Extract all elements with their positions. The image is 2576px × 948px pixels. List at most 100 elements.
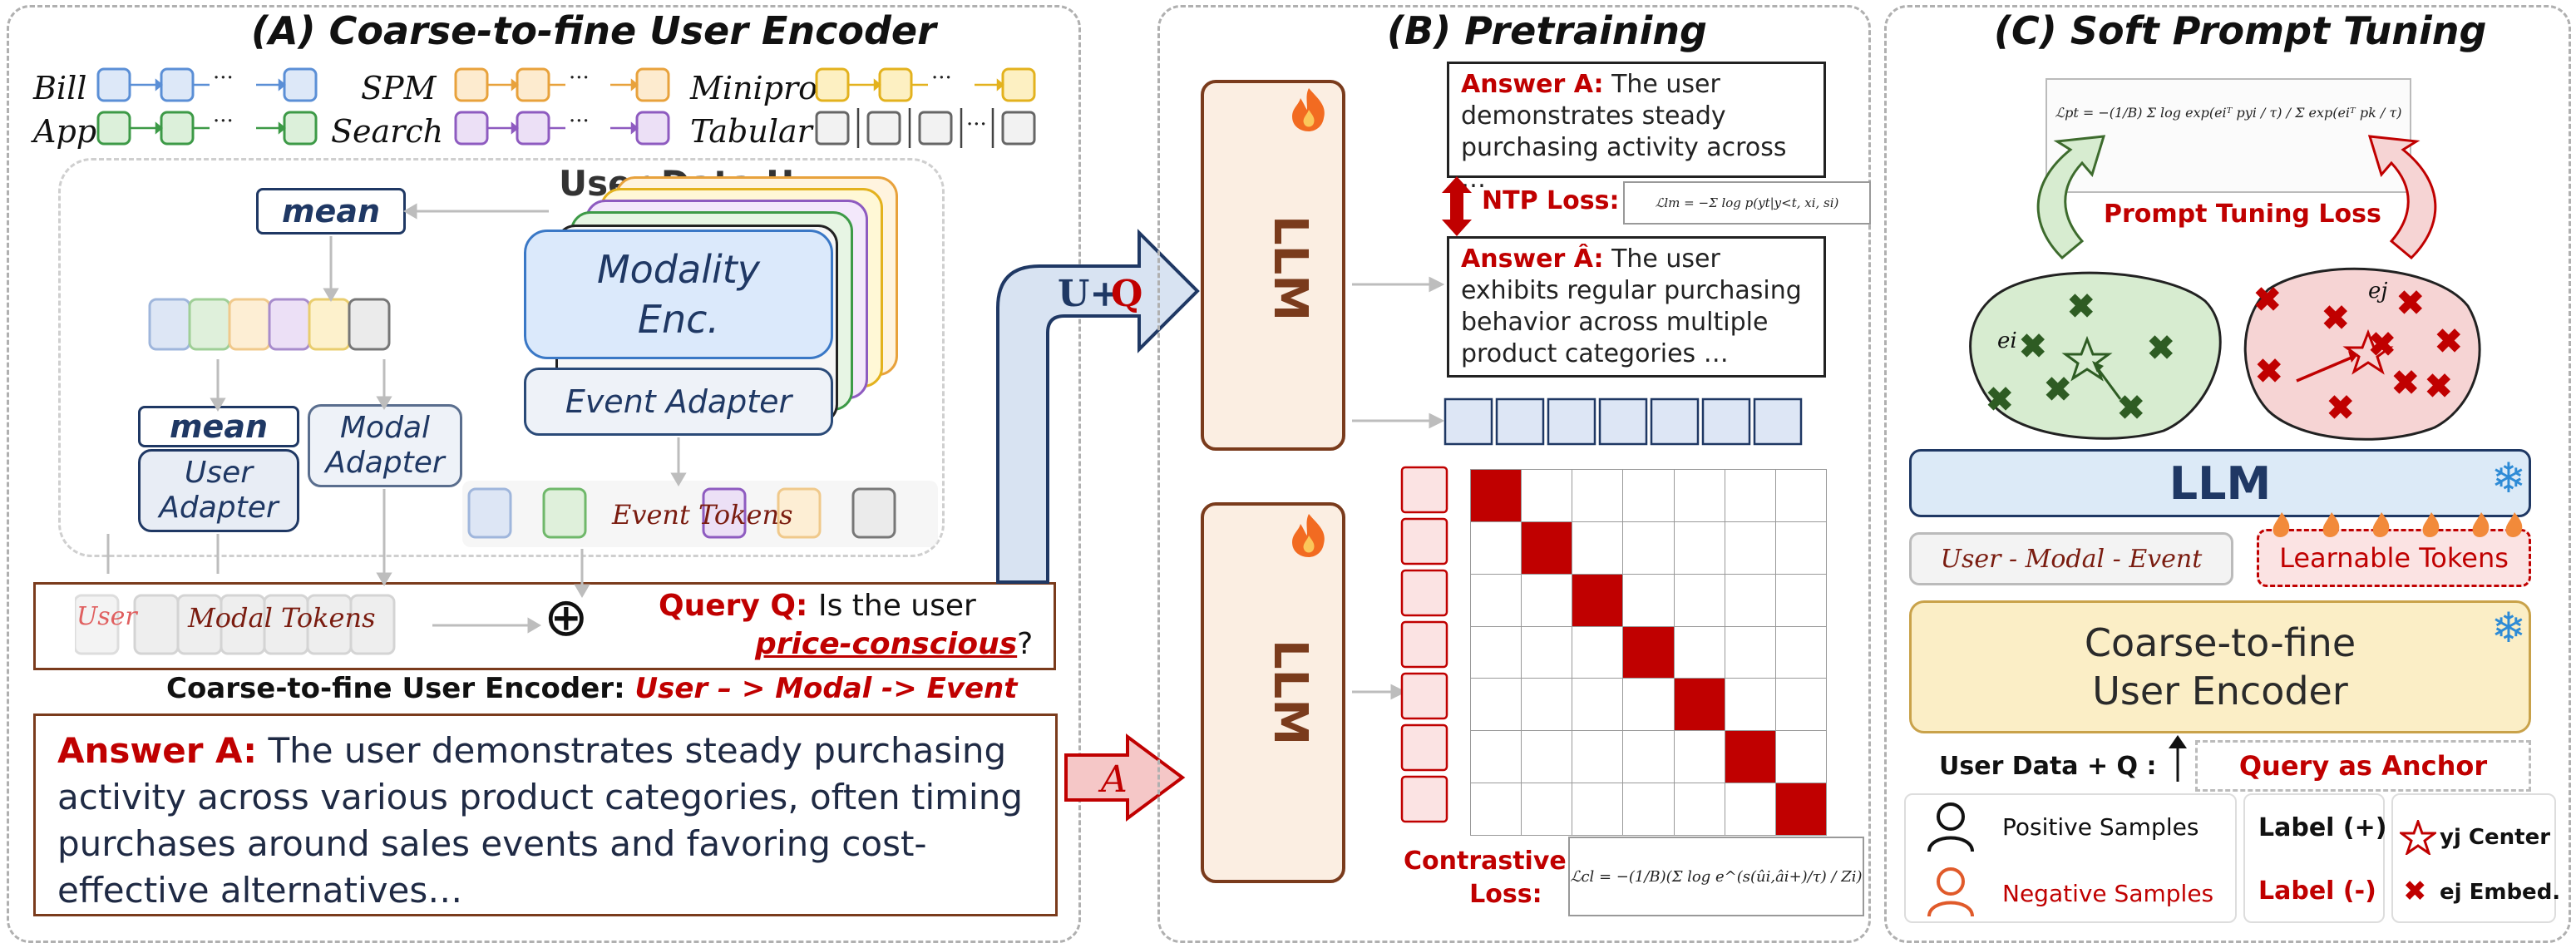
- matrix-cell: [1572, 625, 1624, 679]
- person-icon: [1927, 867, 1974, 917]
- label-positive: Label (+): [2258, 813, 2387, 842]
- ej-label: ej: [2368, 279, 2387, 304]
- matrix-cell: [1470, 678, 1522, 732]
- matrix-cell: [1572, 469, 1624, 522]
- uq-arrow-q: Q: [1111, 273, 1142, 315]
- uq-arrow-u: U+: [1058, 273, 1120, 315]
- matrix-cell: [1673, 783, 1725, 836]
- panel-c-title: (C) Soft Prompt Tuning: [1994, 8, 2487, 53]
- matrix-cell: [1622, 573, 1675, 627]
- matrix-diagonal-cell: [1724, 730, 1776, 784]
- event-adapter-box: Event Adapter: [524, 368, 833, 436]
- matrix-cell: [1470, 783, 1522, 836]
- panel-a: [7, 5, 1081, 943]
- panel-b: [1157, 5, 1871, 943]
- modal-token-row: [148, 298, 391, 351]
- svg-text:✖: ✖: [2067, 287, 2095, 326]
- seq-label-bill: Bill: [33, 70, 87, 106]
- ei-label: ei: [1997, 328, 2017, 353]
- llm-frozen-bar: LLM: [1909, 449, 2531, 517]
- mean-mid-box: mean: [138, 406, 299, 447]
- mean-top-box: mean: [256, 188, 406, 235]
- matrix-cell: [1622, 469, 1675, 522]
- llm-top-label: LLM: [1263, 215, 1318, 322]
- svg-text:···: ···: [569, 109, 590, 134]
- matrix-cell: [1774, 678, 1827, 732]
- answer-a-box-b: Answer A: The user demonstrates steady p…: [1447, 62, 1826, 194]
- tabular-sequence: [815, 111, 1036, 146]
- pt-curved-arrows: [2036, 135, 2437, 260]
- app-sequence: [96, 111, 318, 146]
- svg-text:✖: ✖: [2425, 367, 2453, 406]
- event-token-row: [467, 487, 896, 539]
- matrix-cell: [1724, 469, 1776, 522]
- matrix-cell: [1724, 521, 1776, 575]
- sequence-token-rows: ··· ··· ··· ···: [96, 66, 1036, 148]
- user-data-q-label: User Data + Q :: [1939, 752, 2157, 781]
- matrix-cell: [1470, 730, 1522, 784]
- modality-encoder-box: Modality Enc.: [524, 230, 833, 359]
- answer-a-box: Answer A: The user demonstrates steady p…: [33, 713, 1058, 916]
- svg-text:···: ···: [966, 112, 987, 137]
- matrix-cell: [1622, 678, 1675, 732]
- matrix-cell: [1774, 521, 1827, 575]
- uq-arrow: U+ Q: [996, 229, 1200, 584]
- panel-c: [1884, 5, 2571, 943]
- negative-samples-label: Negative Samples: [2002, 880, 2214, 907]
- matrix-cell: [1521, 469, 1573, 522]
- prompt-tuning-loss-label: Prompt Tuning Loss: [2104, 200, 2381, 229]
- matrix-cell: [1521, 783, 1573, 836]
- llm-bottom-label: LLM: [1263, 639, 1318, 746]
- coarse-to-fine-encoder-box: Coarse-to-fine User Encoder: [1909, 600, 2531, 733]
- modal-adapter-box: Modal Adapter: [308, 404, 462, 487]
- panel-b-arrows: [1352, 276, 1445, 700]
- matrix-cell: [1470, 573, 1522, 627]
- svg-text:···: ···: [213, 109, 234, 134]
- contrastive-column: [1400, 466, 1448, 823]
- matrix-diagonal-cell: [1470, 469, 1522, 522]
- output-token-row: [1443, 397, 1803, 446]
- legend-markers: [2391, 793, 2556, 923]
- svg-text:✖: ✖: [2117, 388, 2145, 427]
- x-mark-icon: ✖: [2403, 875, 2427, 908]
- matrix-cell: [1572, 730, 1624, 784]
- matrix-diagonal-cell: [1622, 625, 1675, 679]
- matrix-cell: [1673, 730, 1725, 784]
- user-token-label: User: [76, 602, 137, 631]
- matrix-cell: [1521, 730, 1573, 784]
- matrix-cell: [1470, 521, 1522, 575]
- matrix-cell: [1622, 783, 1675, 836]
- snowflake-icon: ❄: [2491, 454, 2526, 502]
- matrix-diagonal-cell: [1774, 783, 1827, 836]
- event-tokens-label: Event Tokens: [612, 499, 793, 531]
- seq-label-search: Search: [331, 113, 444, 150]
- svg-text:✖: ✖: [2322, 299, 2350, 338]
- pt-formula-box: ℒpt = −(1/B) Σ log exp(eiᵀ pyi / τ) / Σ …: [2046, 78, 2411, 193]
- legend-samples: [1904, 793, 2237, 923]
- matrix-cell: [1572, 678, 1624, 732]
- label-negative: Label (-): [2258, 876, 2376, 906]
- matrix-cell: [1521, 573, 1573, 627]
- matrix-cell: [1724, 625, 1776, 679]
- positive-cluster: ✖ ✖ ✖ ✖ ✖ ✖ ei: [1969, 271, 2222, 440]
- seq-label-app: App: [33, 113, 97, 150]
- matrix-cell: [1521, 678, 1573, 732]
- svg-text:✖: ✖: [2147, 328, 2175, 368]
- modal-tokens-label: Modal Tokens: [188, 602, 376, 634]
- flame-icon: [1292, 88, 1325, 131]
- user-modal-event-bar: User - Modal - Event: [1909, 532, 2233, 585]
- matrix-diagonal-cell: [1572, 573, 1624, 627]
- matrix-cell: [1673, 521, 1725, 575]
- svg-text:✖: ✖: [2253, 280, 2282, 319]
- matrix-cell: [1774, 730, 1827, 784]
- query-label: Query Q: Is the user: [659, 589, 976, 623]
- oplus-symbol: ⊕: [544, 587, 589, 649]
- user-modal-event-label: User - Modal - Event: [1940, 544, 2203, 574]
- panel-b-title: (B) Pretraining: [1387, 8, 1707, 53]
- legend-labels: [2243, 793, 2385, 923]
- learnable-token-flames: [2273, 512, 2523, 537]
- positive-samples-label: Positive Samples: [2002, 813, 2199, 841]
- a-arrow: A: [1064, 733, 1186, 822]
- up-arrow: [2169, 735, 2187, 782]
- panel-a-title: (A) Coarse-to-fine User Encoder: [251, 8, 936, 53]
